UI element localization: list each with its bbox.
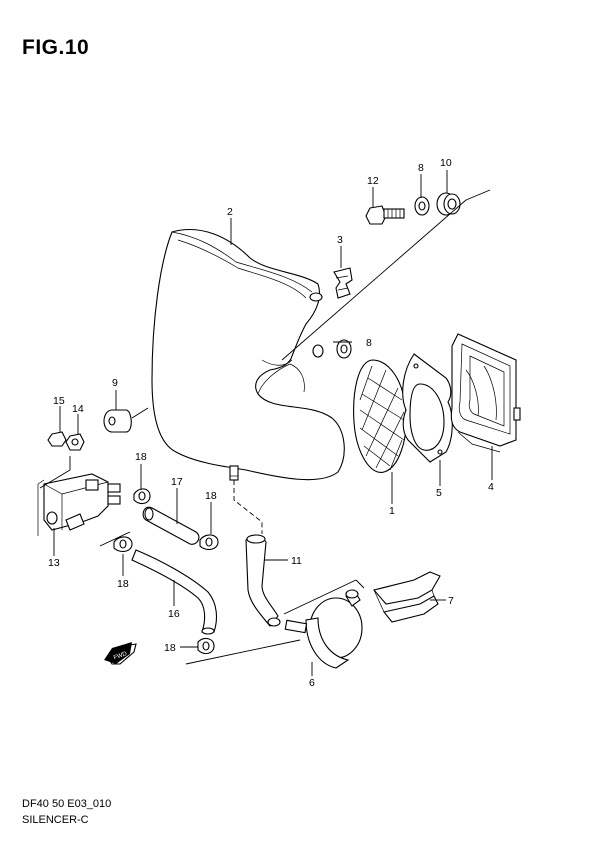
grommet-3 bbox=[333, 267, 353, 299]
callout-8-middle: 8 bbox=[366, 337, 372, 349]
callout-17: 17 bbox=[171, 476, 183, 488]
callout-15: 15 bbox=[53, 395, 65, 407]
callout-1: 1 bbox=[389, 505, 395, 517]
intake-duct-4 bbox=[450, 333, 521, 453]
grommet-10 bbox=[436, 192, 461, 216]
silencer-case bbox=[151, 228, 345, 481]
callout-16: 16 bbox=[168, 608, 180, 620]
callout-14: 14 bbox=[72, 403, 84, 415]
callout-18-b: 18 bbox=[205, 490, 217, 502]
case-drain-nipple bbox=[229, 465, 239, 481]
fwd-arrow-icon: FWD bbox=[104, 642, 137, 665]
callout-9: 9 bbox=[112, 377, 118, 389]
clamp-18-d bbox=[197, 637, 215, 655]
callout-12: 12 bbox=[367, 175, 379, 187]
callout-4: 4 bbox=[488, 481, 494, 493]
callout-10: 10 bbox=[440, 157, 452, 169]
callout-18-c: 18 bbox=[117, 578, 129, 590]
collar-8-top bbox=[414, 196, 430, 216]
callout-18-a: 18 bbox=[135, 451, 147, 463]
assembly-leader-top bbox=[281, 189, 491, 361]
fwd-label: FWD bbox=[113, 651, 129, 662]
hose-11 bbox=[245, 534, 281, 627]
callout-13: 13 bbox=[48, 557, 60, 569]
gasket-5 bbox=[402, 353, 453, 463]
leader-13-bracket bbox=[39, 456, 131, 547]
leader-lines bbox=[53, 170, 493, 676]
diagram-code: DF40 50 E03_010 bbox=[22, 798, 112, 810]
solenoid-valve-13 bbox=[37, 473, 121, 536]
callout-6: 6 bbox=[309, 677, 315, 689]
callout-8-top: 8 bbox=[418, 162, 424, 174]
chamber-6 bbox=[284, 589, 363, 669]
callout-5: 5 bbox=[436, 487, 442, 499]
callout-3: 3 bbox=[337, 234, 343, 246]
connection-dashed bbox=[233, 480, 263, 534]
clamp-18-c bbox=[113, 536, 133, 553]
leader-9-to-case bbox=[131, 407, 149, 419]
callout-labels: 2 3 12 8 10 8 9 15 14 1 5 4 18 17 18 13 … bbox=[48, 157, 494, 689]
cushion-9 bbox=[103, 409, 132, 433]
bracket-7 bbox=[373, 571, 441, 623]
bolt-12 bbox=[365, 205, 405, 225]
clamp-18-b bbox=[199, 534, 219, 551]
nut-14 bbox=[65, 433, 85, 451]
callout-18-d: 18 bbox=[164, 642, 176, 654]
hose-16 bbox=[131, 549, 218, 635]
diagram-name: SILENCER-C bbox=[22, 814, 89, 826]
callout-7: 7 bbox=[448, 595, 454, 607]
hose-17 bbox=[142, 506, 200, 545]
clamp-18-a bbox=[133, 488, 151, 505]
callout-11: 11 bbox=[291, 555, 302, 567]
callout-2: 2 bbox=[227, 206, 233, 218]
washer-15 bbox=[47, 431, 67, 447]
figure-title: FIG.10 bbox=[22, 36, 90, 59]
hose-group-frame bbox=[185, 579, 365, 665]
collar-8-middle bbox=[336, 339, 352, 359]
mesh-filter-1 bbox=[353, 359, 407, 473]
